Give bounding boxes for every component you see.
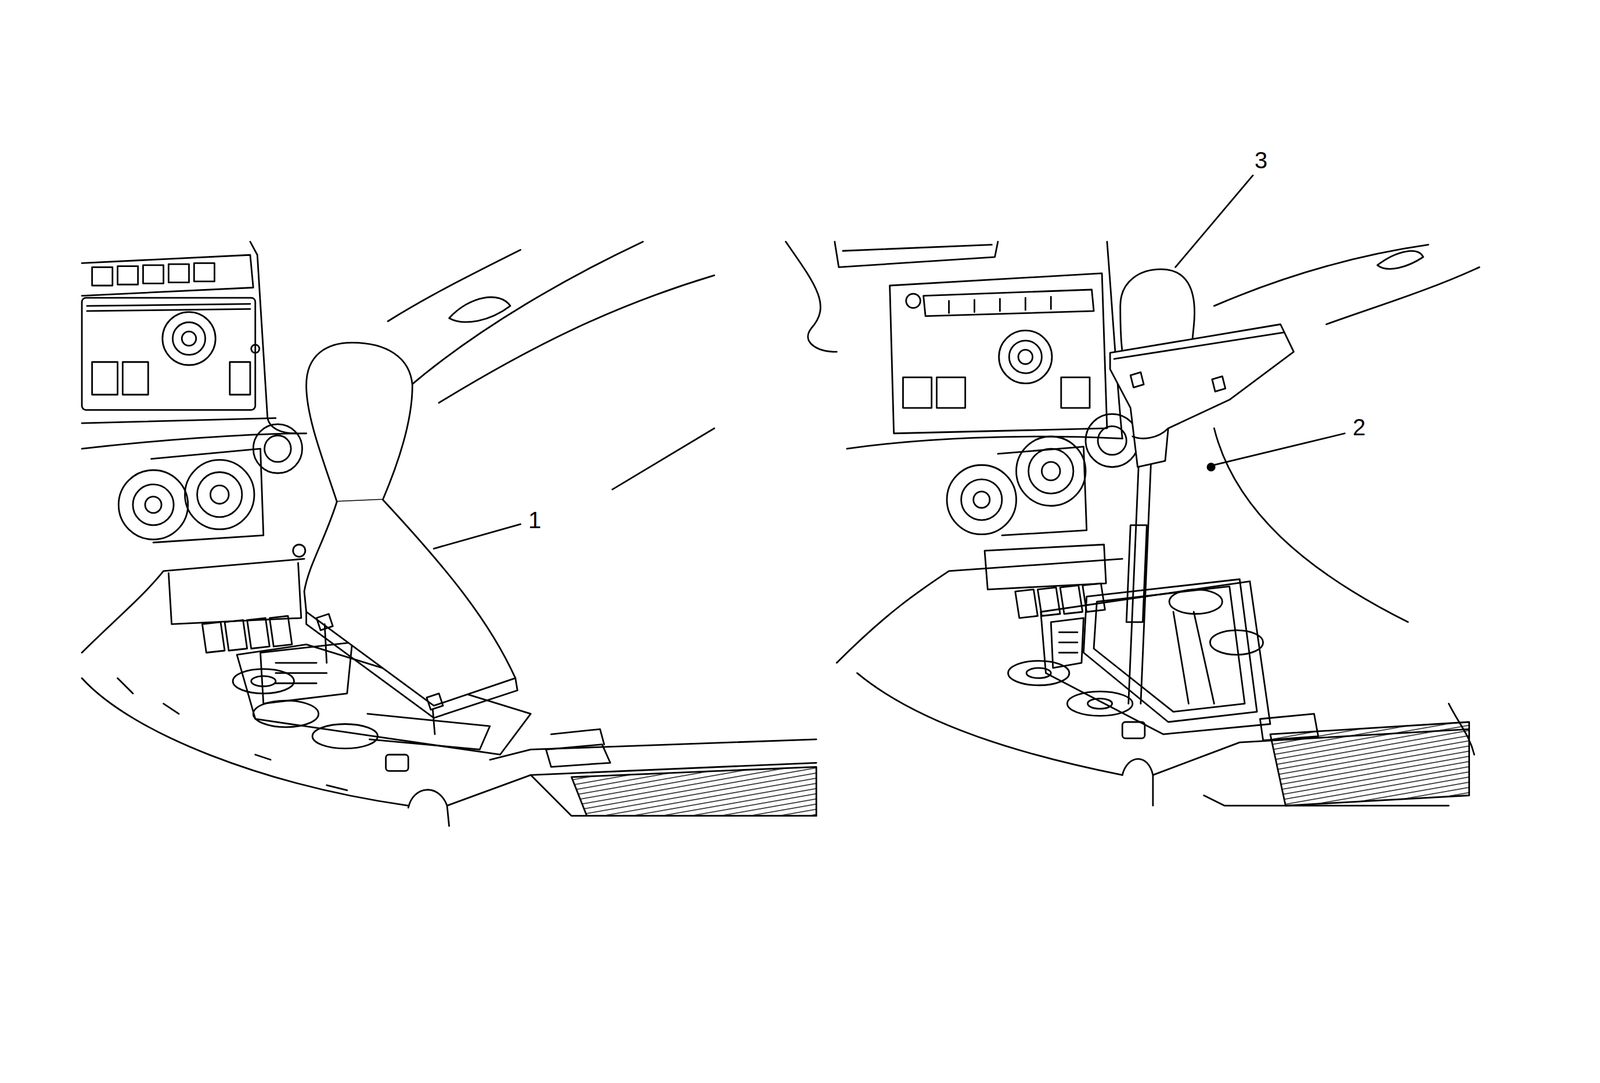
callout-number: 1 (525, 507, 544, 533)
callout-number: 2 (1350, 414, 1368, 441)
left-view (81, 241, 817, 827)
callout-number: 3 (1252, 147, 1270, 174)
right-view (785, 241, 1480, 806)
leader-lines (433, 175, 1345, 549)
